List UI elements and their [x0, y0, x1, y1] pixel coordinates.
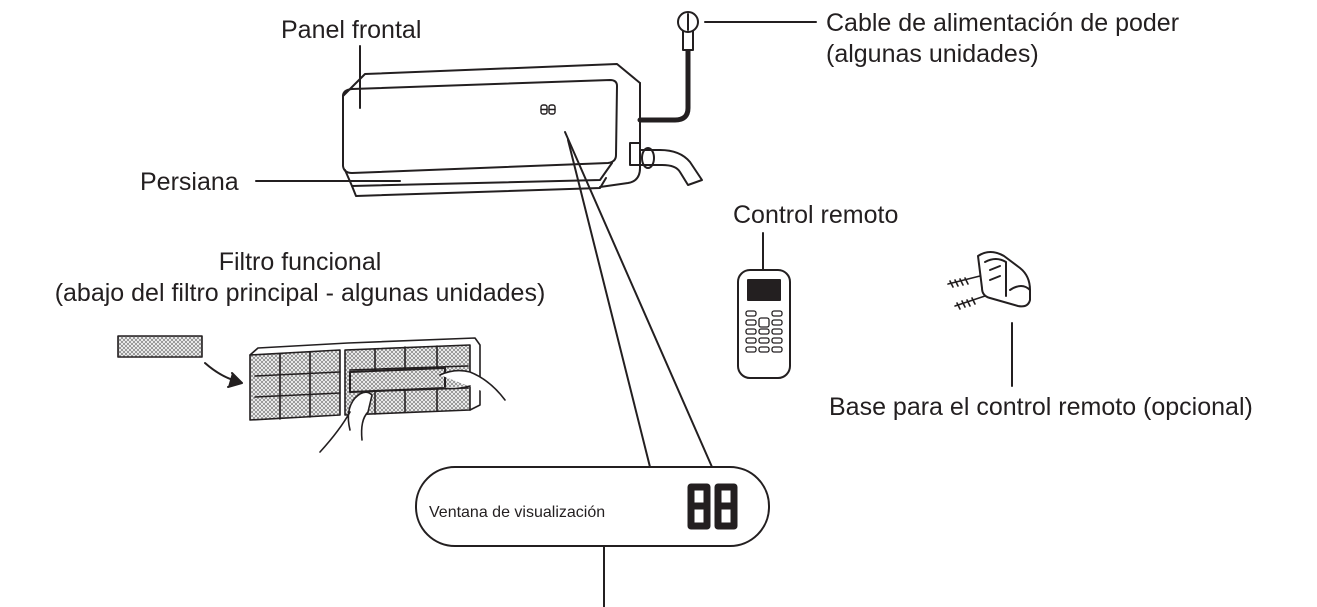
functional-filter-label: Filtro funcional (abajo del filtro princ… [0, 247, 600, 309]
front-panel [342, 79, 618, 174]
display-window-digits [687, 483, 738, 530]
functional-filter-label-line1: Filtro funcional [218, 248, 382, 276]
functional-filter-label-line2: (abajo del filtro principal - algunas un… [54, 279, 546, 307]
display-callout-left [567, 139, 651, 468]
main-filter-frame [249, 337, 481, 421]
functional-filter [117, 335, 506, 453]
remote-holder-label: Base para el control remoto (opcional) [829, 393, 1253, 421]
unit-display-88 [540, 104, 556, 115]
display-window-callout [415, 466, 770, 547]
leader-lines [255, 21, 1013, 607]
front-panel-label: Panel frontal [281, 16, 422, 44]
power-cable-label: Cable de alimentación de poder (algunas … [826, 8, 1179, 70]
small-filter-strip [117, 335, 203, 358]
display-window-label: Ventana de visualización [429, 504, 606, 521]
indoor-unit [342, 63, 641, 197]
louver [344, 162, 613, 187]
power-cable [637, 11, 703, 186]
display-callout-right [564, 131, 713, 468]
remote-control [737, 269, 791, 379]
louver-label: Persiana [140, 168, 239, 196]
remote-holder [947, 251, 1031, 310]
power-cable-label-line1: Cable de alimentación de poder [826, 9, 1180, 37]
hands [319, 369, 506, 453]
power-cable-label-line2: (algunas unidades) [826, 40, 1039, 68]
remote-control-label: Control remoto [733, 201, 899, 229]
